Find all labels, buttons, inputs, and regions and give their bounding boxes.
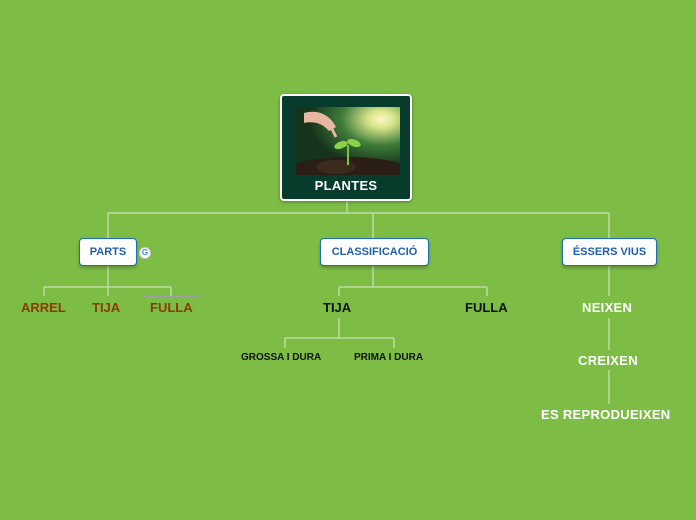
- leaf-arrel[interactable]: ARREL: [21, 300, 66, 315]
- leaf-tija[interactable]: TIJA: [92, 300, 121, 315]
- google-g-icon[interactable]: G: [139, 247, 151, 259]
- node-parts[interactable]: PARTS: [79, 238, 137, 266]
- leaf-neixen[interactable]: NEIXEN: [582, 300, 633, 315]
- leaf-grossa-i-dura[interactable]: GROSSA I DURA: [241, 352, 322, 363]
- node-classificacio[interactable]: CLASSIFICACIÓ: [320, 238, 429, 266]
- node-tija[interactable]: TIJA: [323, 300, 352, 315]
- node-fulla[interactable]: FULLA: [465, 300, 508, 315]
- leaf-prima-i-dura[interactable]: PRIMA I DURA: [354, 352, 424, 363]
- node-essers-vius[interactable]: ÉSSERS VIUS: [562, 238, 657, 266]
- root-label: PLANTES: [314, 178, 378, 193]
- root-node-plantes[interactable]: PLANTES: [280, 94, 412, 201]
- leaf-creixen[interactable]: CREIXEN: [578, 353, 638, 368]
- leaf-es-reprodueixen[interactable]: ES REPRODUEIXEN: [541, 407, 671, 422]
- leaf-fulla-selected[interactable]: FULLA: [143, 296, 200, 318]
- seedling-photo: [296, 107, 400, 175]
